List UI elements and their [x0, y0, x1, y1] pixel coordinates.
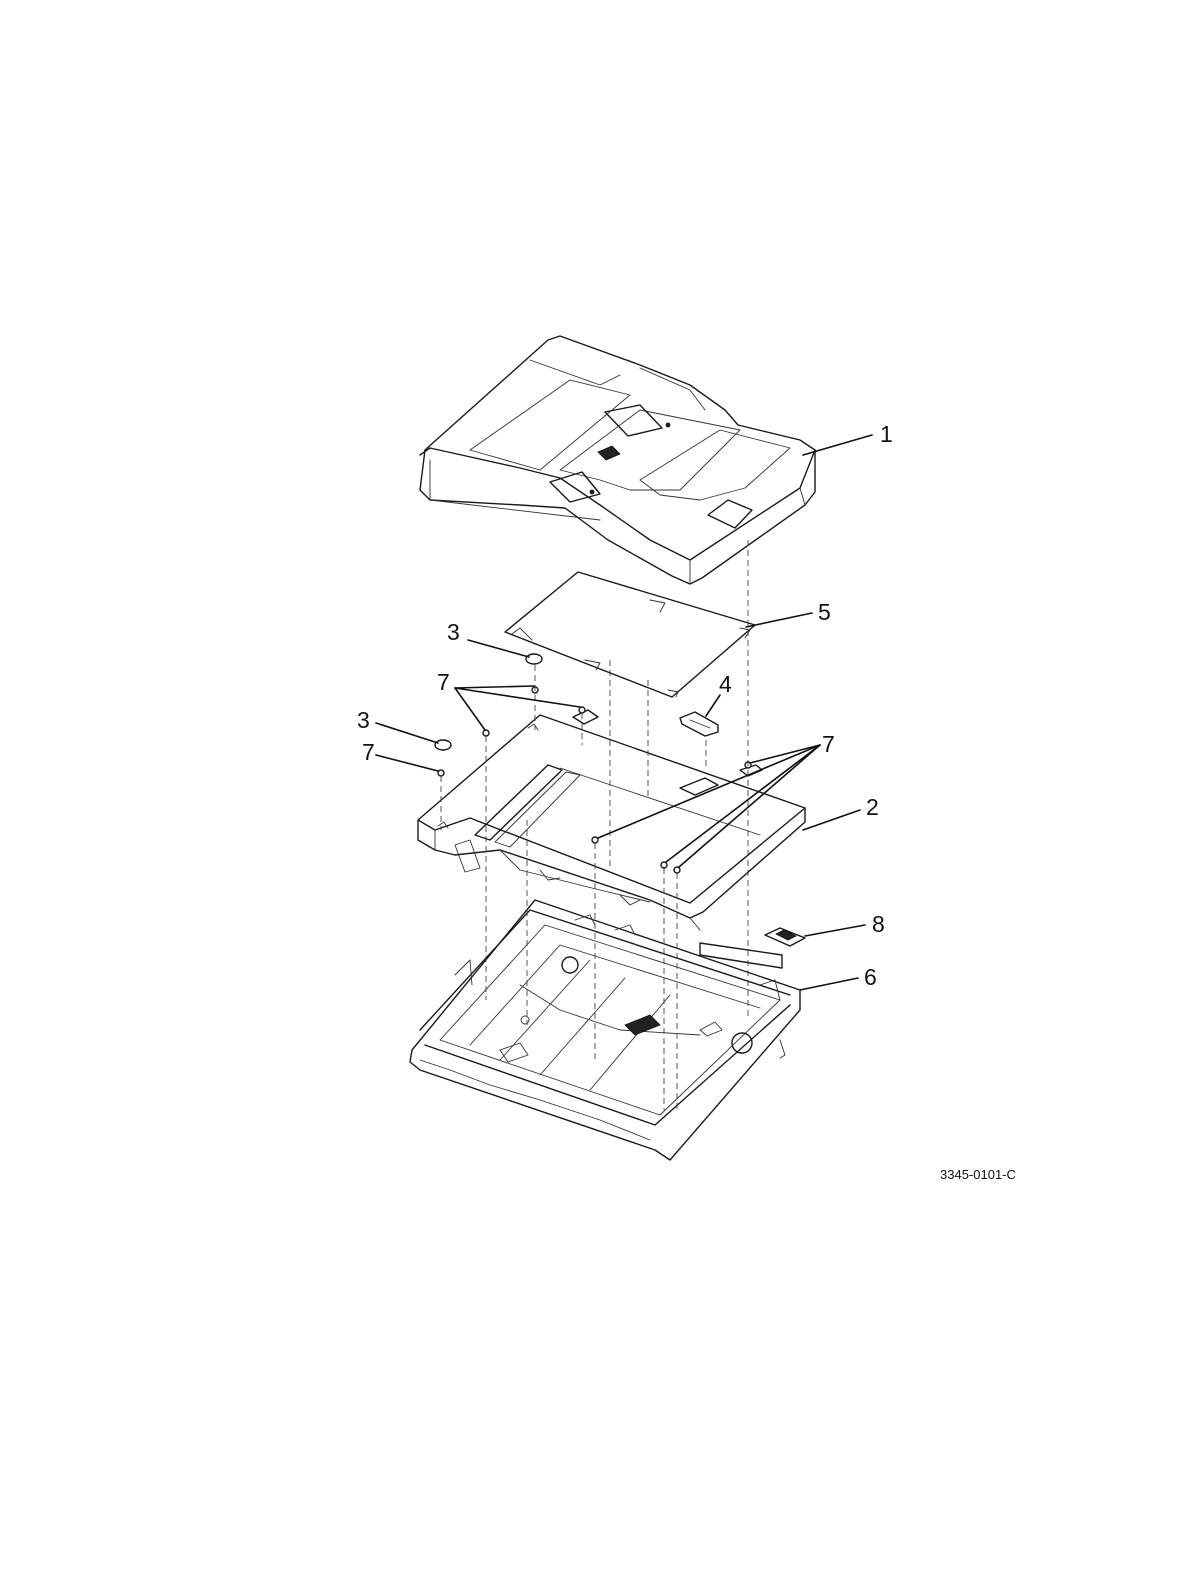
callout-5: 5: [818, 599, 831, 625]
callout-2: 2: [866, 794, 879, 820]
callout-6: 6: [864, 964, 877, 990]
callout-3-upper: 3: [447, 619, 460, 645]
callout-7-upper: 7: [437, 669, 450, 695]
callout-4: 4: [719, 671, 732, 697]
figure-code: 3345-0101-C: [940, 1167, 1016, 1182]
part-2-scanner-body: [418, 710, 805, 930]
part-6-base-frame: [410, 900, 800, 1160]
part-1-document-feeder: [420, 336, 815, 584]
callout-3-left: 3: [357, 707, 370, 733]
callout-8: 8: [872, 911, 885, 937]
callout-7-left: 7: [362, 739, 375, 765]
callout-7-right: 7: [822, 731, 835, 757]
part-4-bracket: [680, 712, 718, 736]
part-3-foot-a: [526, 654, 542, 664]
part-5-platen-pad: [505, 572, 755, 697]
callout-1: 1: [880, 421, 893, 447]
part-8-small-board: [765, 928, 805, 946]
part-3-foot-b: [435, 740, 451, 750]
